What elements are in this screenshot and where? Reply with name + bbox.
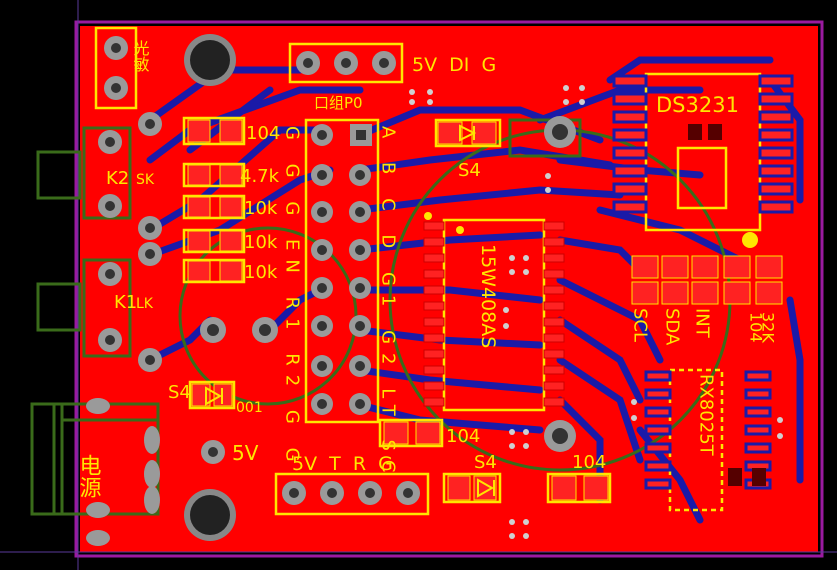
ds3231-dark-pad-2 bbox=[708, 124, 722, 140]
label-001: 001 bbox=[236, 400, 263, 416]
rx8025-dark-pad bbox=[728, 468, 742, 486]
ds3231-dark-pad bbox=[688, 124, 702, 140]
label-port-p0: 口组P0 bbox=[314, 94, 363, 112]
label-s4-bottom: S4 bbox=[474, 452, 497, 473]
label-k2: K2 bbox=[106, 168, 129, 189]
vias bbox=[409, 85, 783, 539]
label-32k: 32K bbox=[759, 312, 778, 343]
label-ds3231: DS3231 bbox=[656, 93, 739, 117]
label-5v: 5V bbox=[232, 441, 259, 465]
diode-symbols bbox=[205, 124, 495, 498]
label-104-mid: 104 bbox=[446, 426, 480, 447]
label-r4: 10k bbox=[244, 232, 278, 253]
label-r1: 104 bbox=[246, 123, 280, 144]
label-photoresistor: 光敏 bbox=[131, 40, 150, 73]
marker-dot-2 bbox=[456, 226, 464, 234]
label-power: 电源 bbox=[76, 454, 102, 498]
label-s4-top: S4 bbox=[458, 160, 481, 181]
label-scl: SCL bbox=[630, 308, 651, 342]
label-header-5v-di-g: 5V DI G bbox=[412, 54, 496, 76]
label-104-bottom-right: 104 bbox=[572, 452, 606, 473]
header-p0-pins bbox=[311, 124, 372, 415]
pad-holes bbox=[105, 43, 568, 498]
label-104-bottom-left: 104 bbox=[747, 312, 766, 343]
label-col-right: A B C D G1 G2 LT SC bbox=[378, 126, 399, 481]
label-r3: 10k bbox=[244, 198, 278, 219]
label-rx8025t: RX8025T bbox=[696, 374, 717, 457]
mcu-pads bbox=[423, 221, 565, 407]
label-k1: K1 bbox=[114, 292, 137, 313]
silk-boxes bbox=[94, 26, 762, 516]
label-mcu: 15W408AS bbox=[477, 244, 499, 348]
label-sk: SK bbox=[136, 172, 155, 188]
smd-pads bbox=[187, 119, 783, 501]
label-header-5v-t-r-g: 5V T R G bbox=[292, 453, 393, 475]
label-lk: LK bbox=[136, 296, 154, 312]
label-r5: 10k bbox=[244, 262, 278, 283]
rx8025-dark-pad-2 bbox=[752, 468, 766, 486]
label-sda: SDA bbox=[662, 308, 683, 346]
marker-dot bbox=[424, 212, 432, 220]
ds3231-pads bbox=[612, 74, 794, 214]
label-int: INT bbox=[692, 308, 713, 339]
board-outline bbox=[74, 20, 824, 558]
test-point bbox=[742, 232, 758, 248]
label-r2: 4.7k bbox=[240, 166, 280, 187]
label-s4-left: S4 bbox=[168, 382, 191, 403]
label-col-left: G G G EN R1 R2 G G bbox=[282, 126, 303, 471]
mounting-holes bbox=[184, 34, 236, 541]
